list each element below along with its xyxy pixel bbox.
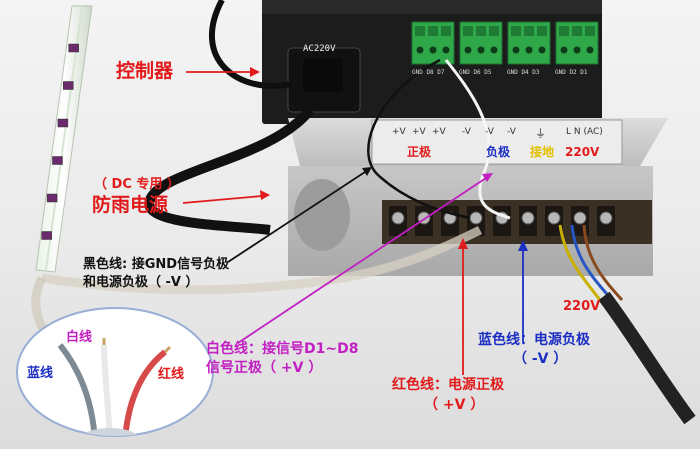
terminal-hole xyxy=(442,46,450,54)
terminal-screw xyxy=(599,211,613,225)
brown-ac-wire xyxy=(582,224,624,302)
label-red-wire-1: 红色线：电源正极 xyxy=(392,377,504,393)
yellow-ground-wire xyxy=(558,224,602,301)
label-blue-wire-2: （ -V ） xyxy=(513,351,568,367)
led-chip xyxy=(68,43,79,53)
inset-label-white-line: 白线 xyxy=(66,330,93,345)
black-signal-wire xyxy=(367,58,471,220)
ground-symbol-icon: ⏚ xyxy=(535,127,546,140)
terminal-hole xyxy=(416,46,424,54)
psu-terminal-label: -V xyxy=(462,127,471,137)
inset-label-blue-line: 蓝线 xyxy=(27,366,54,381)
wire-inset xyxy=(16,307,214,437)
terminal-screw xyxy=(489,26,499,36)
led-chip xyxy=(41,231,52,240)
led-chip xyxy=(63,81,74,90)
label-red-wire-2: （ +V ） xyxy=(424,397,485,413)
label-220v-top: 220V xyxy=(565,145,600,159)
led-chips xyxy=(41,43,79,240)
power-supply-body xyxy=(288,118,668,276)
terminal-screw xyxy=(415,26,425,36)
terminal-screw xyxy=(463,26,473,36)
terminal-hole xyxy=(429,46,437,54)
terminal-screw xyxy=(559,26,569,36)
psu-terminal-label: +V xyxy=(432,127,446,137)
controller-terminal-blocks xyxy=(411,21,599,65)
label-controller: 控制器 xyxy=(116,60,174,82)
led-chip xyxy=(46,193,58,203)
terminal-hole xyxy=(464,46,472,54)
pointer-arrows xyxy=(182,67,528,375)
psu-terminal-label: +V xyxy=(412,127,426,137)
terminal-screw xyxy=(391,211,405,225)
terminal-hole xyxy=(573,46,581,54)
label-220v-bottom: 220V xyxy=(563,299,601,314)
label-positive: 正极 xyxy=(407,145,432,159)
psu-terminal-label: -V xyxy=(485,127,494,137)
strip-cable xyxy=(41,225,483,295)
terminal-screw xyxy=(511,26,521,36)
terminal-hole xyxy=(560,46,568,54)
terminal-hole xyxy=(538,46,546,54)
terminal-screw xyxy=(547,211,561,225)
psu-terminal-label: L N (AC) xyxy=(566,127,603,137)
label-white-wire-2: 信号正极（ +V ） xyxy=(206,360,323,376)
terminal-hole xyxy=(586,46,594,54)
terminal-screw xyxy=(441,26,451,36)
terminal-screw xyxy=(524,26,534,36)
label-black-wire-2: 和电源负极（ -V ） xyxy=(83,275,199,290)
terminal-hole xyxy=(490,46,498,54)
terminal-hole xyxy=(512,46,520,54)
terminal-screw xyxy=(428,26,438,36)
terminal-hole xyxy=(525,46,533,54)
label-white-wire-1: 白色线：接信号D1~D8 xyxy=(206,341,359,357)
terminal-screw xyxy=(521,211,535,225)
ac-input-cable xyxy=(598,291,696,425)
terminal-label-d6-d5: GND D6 D5 xyxy=(459,69,492,76)
label-blue-wire-1: 蓝色线：电源负极 xyxy=(478,332,590,348)
psu-terminal-label: -V xyxy=(507,127,516,137)
terminal-screw xyxy=(537,26,547,36)
inset-label-red-line: 红线 xyxy=(158,367,185,382)
label-rainproof-psu: 防雨电源 xyxy=(92,194,169,216)
terminal-screw xyxy=(572,26,582,36)
terminal-screw xyxy=(585,26,595,36)
label-dc-only: （ DC 专用 ） xyxy=(94,177,180,192)
psu-terminal-label: +V xyxy=(392,127,406,137)
label-ground: 接地 xyxy=(530,145,555,159)
led-chip xyxy=(52,156,63,165)
terminal-screw xyxy=(476,26,486,36)
white-signal-wire xyxy=(444,59,511,220)
terminal-hole xyxy=(477,46,485,54)
terminal-label-d8-d7: GND D8 D7 xyxy=(412,69,445,76)
terminal-label-d2-d1: GND D2 D1 xyxy=(555,69,588,76)
power-inlet-label: AC220V xyxy=(303,44,336,54)
power-cord xyxy=(144,106,314,235)
label-black-wire-1: 黑色线: 接GND信号负极 xyxy=(83,257,230,272)
label-negative: 负极 xyxy=(486,145,511,159)
controller-black-cord xyxy=(208,0,293,89)
terminal-screw xyxy=(469,211,483,225)
terminal-label-d4-d3: GND D4 D3 xyxy=(507,69,540,76)
terminal-screw xyxy=(573,211,587,225)
led-chip xyxy=(57,118,69,128)
